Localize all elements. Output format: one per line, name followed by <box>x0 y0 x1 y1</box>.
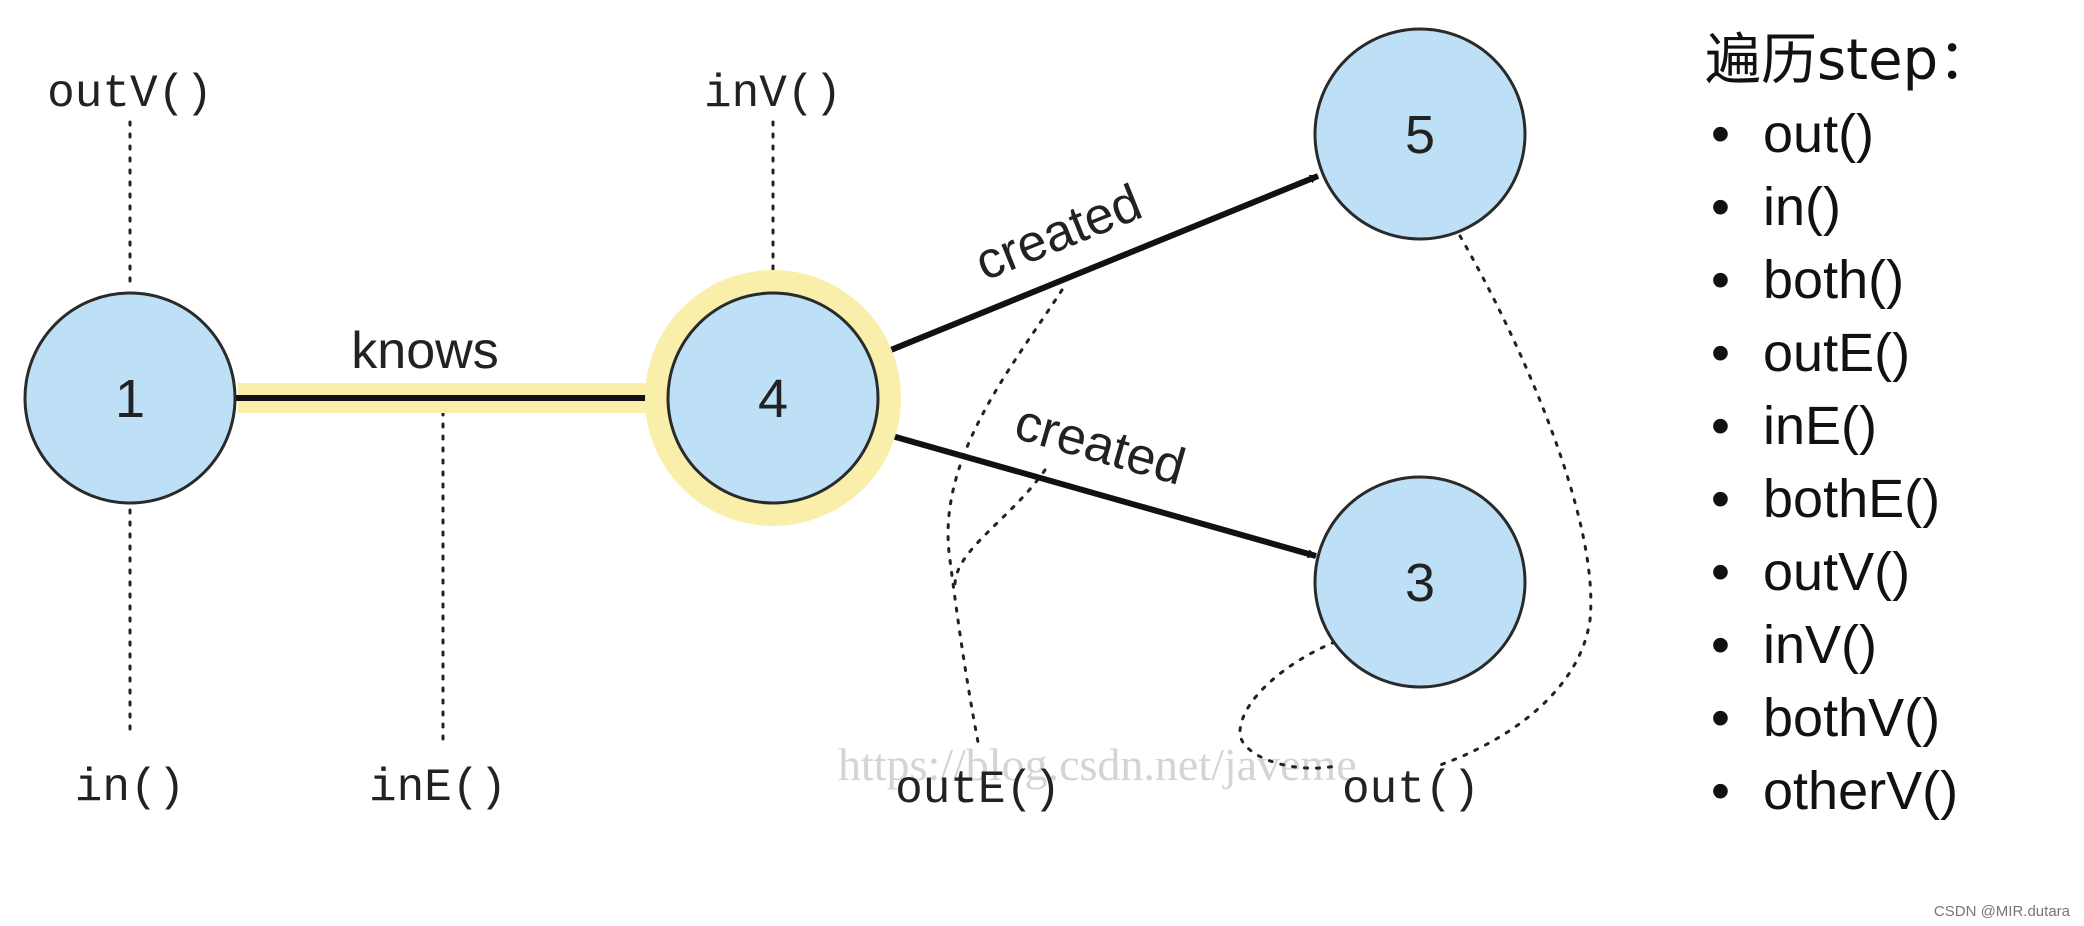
bullet-icon: • <box>1711 542 1730 602</box>
node-1: 1 <box>23 291 237 505</box>
credit-text: CSDN @MIR.dutara <box>1933 903 2070 920</box>
bullet-icon: • <box>1711 688 1730 748</box>
node-4: 4 <box>666 291 880 505</box>
legend-item: • bothE() <box>1705 463 2075 536</box>
step-guides <box>128 120 1593 770</box>
bullet-icon: • <box>1711 396 1730 456</box>
bullet-icon: • <box>1711 761 1730 821</box>
step-label-out-e: outE() <box>895 764 1061 816</box>
bullet-icon: • <box>1711 323 1730 383</box>
step-label-in: in() <box>75 762 185 814</box>
bullet-icon: • <box>1711 250 1730 310</box>
edge-created-5 <box>874 173 1320 359</box>
legend-item-label: both() <box>1763 250 1905 310</box>
legend-item: • outV() <box>1705 536 2075 609</box>
legend-item-label: inV() <box>1763 615 1878 675</box>
legend-item-label: inE() <box>1763 396 1878 456</box>
bullet-icon: • <box>1711 177 1730 237</box>
node-4-label: 4 <box>758 369 788 429</box>
node-5: 5 <box>1313 27 1527 241</box>
legend-item-label: in() <box>1763 177 1841 237</box>
legend-item: • both() <box>1705 244 2075 317</box>
bullet-icon: • <box>1711 104 1730 164</box>
node-3-label: 3 <box>1405 553 1435 613</box>
edge-created-5-label: created <box>967 174 1150 293</box>
legend-item: • inE() <box>1705 390 2075 463</box>
legend-item-label: out() <box>1763 104 1875 164</box>
legend-item: • in() <box>1705 171 2075 244</box>
step-label-out-v: outV() <box>47 68 213 120</box>
legend-item-label: otherV() <box>1763 761 1959 821</box>
legend-item: • out() <box>1705 98 2075 171</box>
bullet-icon: • <box>1711 469 1730 529</box>
legend-item: • inV() <box>1705 609 2075 682</box>
guide-out-e-a <box>946 288 1064 744</box>
guide-out-a <box>1438 234 1593 767</box>
legend-item: • outE() <box>1705 317 2075 390</box>
edge-created-3 <box>877 429 1317 559</box>
legend-item-label: bothV() <box>1763 688 1941 748</box>
legend-item: • bothV() <box>1705 682 2075 755</box>
legend-title: 遍历step： <box>1705 28 1995 93</box>
legend-item: • otherV() <box>1705 755 2075 828</box>
guide-out-e-b <box>953 468 1047 587</box>
edge-knows-label: knows <box>351 322 498 380</box>
step-legend: 遍历step： • out() • in() • both() • outE() • in… <box>1705 28 2075 828</box>
step-label-out: out() <box>1342 764 1480 816</box>
bullet-icon: • <box>1711 615 1730 675</box>
legend-list: • out() • in() • both() • outE() • inE() • bot… <box>1705 98 2075 828</box>
watermark-text: https://blog.csdn.net/javeme <box>838 739 1357 790</box>
legend-item-label: outE() <box>1763 323 1911 383</box>
legend-item-label: outV() <box>1763 542 1911 602</box>
step-label-in-v: inV() <box>704 68 842 120</box>
legend-item-label: bothE() <box>1763 469 1941 529</box>
node-3: 3 <box>1313 475 1527 689</box>
traversal-diagram: https://blog.csdn.net/javeme 1 4 5 3 kno… <box>23 27 1593 816</box>
step-label-in-e: inE() <box>369 762 507 814</box>
node-5-label: 5 <box>1405 105 1435 165</box>
node-1-label: 1 <box>115 369 145 429</box>
